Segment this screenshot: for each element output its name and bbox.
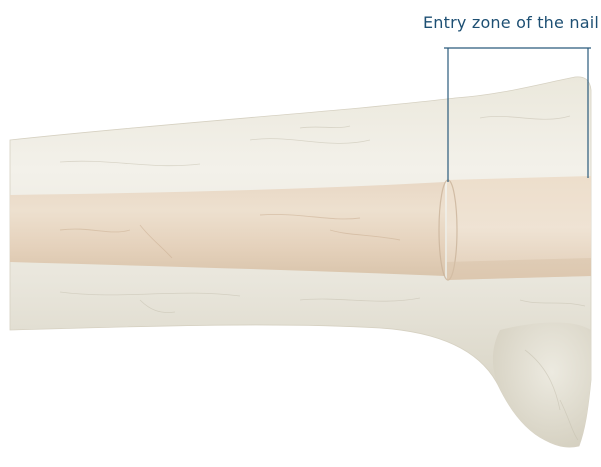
entry-zone-label: Entry zone of the nail bbox=[423, 13, 599, 32]
condyle-shadow bbox=[493, 323, 591, 448]
